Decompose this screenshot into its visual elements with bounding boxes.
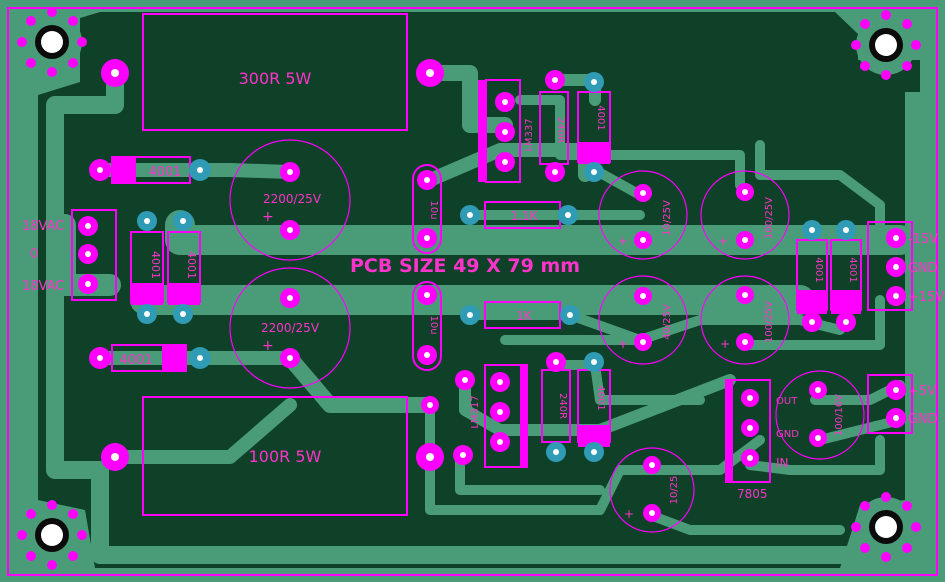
capacitor-10-25v: 10/25V + xyxy=(598,170,688,260)
diode-bottom-right: 4001 xyxy=(577,352,611,462)
ac-input-connector: 18VAC 0 18VAC xyxy=(22,209,117,301)
out-5v-gnd-label: GND xyxy=(908,412,938,427)
mounting-hole-top-left xyxy=(17,7,87,77)
capacitor-40-25v: 40/25V + xyxy=(598,275,688,365)
capacitor-100-25v-top: 100/25V + xyxy=(700,170,790,260)
resistor-100r: 100R 5W xyxy=(101,396,444,516)
regulator-lm337-label: LM337 xyxy=(524,118,535,151)
out-minus15-label: -15V xyxy=(908,232,938,247)
svg-text:+: + xyxy=(262,209,274,225)
mounting-holes xyxy=(17,7,921,570)
capacitor-100-25v-bottom-label: 100/25V xyxy=(764,301,775,343)
resistor-240r-top: 240R xyxy=(539,70,569,182)
diode-top-right-label: 4001 xyxy=(595,105,606,130)
diode-bridge-1-label: 4001 xyxy=(149,251,162,279)
diode-bridge-2: 4001 xyxy=(167,211,201,324)
svg-text:+: + xyxy=(262,338,274,354)
mounting-hole-top-right xyxy=(851,10,921,80)
regulator-in-label: IN xyxy=(776,456,789,470)
out-gnd-label: GND xyxy=(908,261,938,276)
mounting-hole-bottom-left xyxy=(17,500,87,570)
diode-right-1-label: 4001 xyxy=(813,257,824,282)
diode-right-2: 4001 xyxy=(830,220,862,332)
resistor-240r-bottom-label: 240R xyxy=(557,393,568,419)
output-connector-15v: -15V GND +15V xyxy=(867,221,944,311)
diode-right-1: 4001 xyxy=(796,220,828,332)
capacitor-40-25v-label: 40/25V xyxy=(662,304,673,340)
output-connector-5v: +5V GND xyxy=(867,374,938,434)
diode-bottom-left-label: 4001 xyxy=(119,353,152,368)
capacitor-10u-top: 10u xyxy=(412,164,442,254)
capacitor-2200-top-label: 2200/25V xyxy=(263,192,322,206)
capacitor-2200-bottom-label: 2200/25V xyxy=(261,321,320,335)
resistor-1k1: 1.1K xyxy=(460,201,578,229)
regulator-7805-label: 7805 xyxy=(737,487,768,501)
resistor-240r-bottom: 240R xyxy=(541,352,571,462)
mounting-hole-bottom-right xyxy=(851,492,921,562)
capacitor-10-25-label: 10/25 xyxy=(669,476,680,505)
capacitor-10-25v-label: 10/25V xyxy=(662,200,673,236)
svg-text:+: + xyxy=(618,234,628,248)
capacitor-2200-bottom: 2200/25V + xyxy=(229,267,351,389)
regulator-lm337: LM337 xyxy=(478,79,535,183)
diode-right-2-label: 4001 xyxy=(847,257,858,282)
out-plus15-label: +15V xyxy=(908,290,944,305)
board-outline xyxy=(7,7,938,576)
svg-text:+: + xyxy=(618,337,628,351)
diode-bridge-1: 4001 xyxy=(130,211,164,324)
resistor-100r-label: 100R 5W xyxy=(249,447,322,466)
capacitor-10u-bottom-label: 10u xyxy=(428,315,439,334)
svg-text:+: + xyxy=(720,337,730,351)
diode-bottom-left: 4001 xyxy=(89,344,211,372)
resistor-1k-label: 1K xyxy=(516,309,533,323)
resistor-300r-label: 300R 5W xyxy=(239,69,312,88)
resistor-1k: 1K xyxy=(460,301,580,329)
svg-text:+: + xyxy=(718,234,728,248)
diode-top-left-label: 4001 xyxy=(148,165,181,180)
resistor-1k1-label: 1.1K xyxy=(511,209,539,223)
ac-top-label: 18VAC xyxy=(22,219,64,234)
capacitor-10u-bottom: 10u xyxy=(412,281,442,371)
ac-bottom-label: 18VAC xyxy=(22,279,64,294)
diode-top-left: 4001 xyxy=(89,156,211,184)
resistor-300r: 300R 5W xyxy=(101,13,444,131)
regulator-lm317: LM317 xyxy=(470,364,528,468)
regulator-lm317-label: LM317 xyxy=(470,395,481,428)
capacitor-100-25v-top-label: 100/25V xyxy=(764,197,775,239)
resistor-240r-top-label: 240R xyxy=(555,117,566,143)
out-5v-label: +5V xyxy=(908,384,936,399)
capacitor-10-25: 10/25 + xyxy=(609,447,695,533)
diode-top-right: 4001 xyxy=(577,72,611,182)
capacitor-2200-top: 2200/25V + xyxy=(229,139,351,261)
regulator-gnd-label: GND xyxy=(776,429,799,440)
regulator-7805: 7805 IN GND OUT xyxy=(725,379,799,501)
capacitor-100-25v-bottom: 100/25V + xyxy=(700,275,790,365)
regulator-out-label: OUT xyxy=(776,396,798,407)
diode-bottom-right-label: 4001 xyxy=(595,385,606,410)
capacitor-100-16v: 100/16V xyxy=(775,370,865,460)
diode-bridge-2-label: 4001 xyxy=(185,251,198,279)
capacitor-100-16v-label: 100/16V xyxy=(834,394,845,436)
capacitor-10u-top-label: 10u xyxy=(428,200,439,219)
svg-text:+: + xyxy=(624,507,634,521)
ac-mid-label: 0 xyxy=(30,247,38,262)
board-size-title: PCB SIZE 49 X 79 mm xyxy=(350,255,580,277)
